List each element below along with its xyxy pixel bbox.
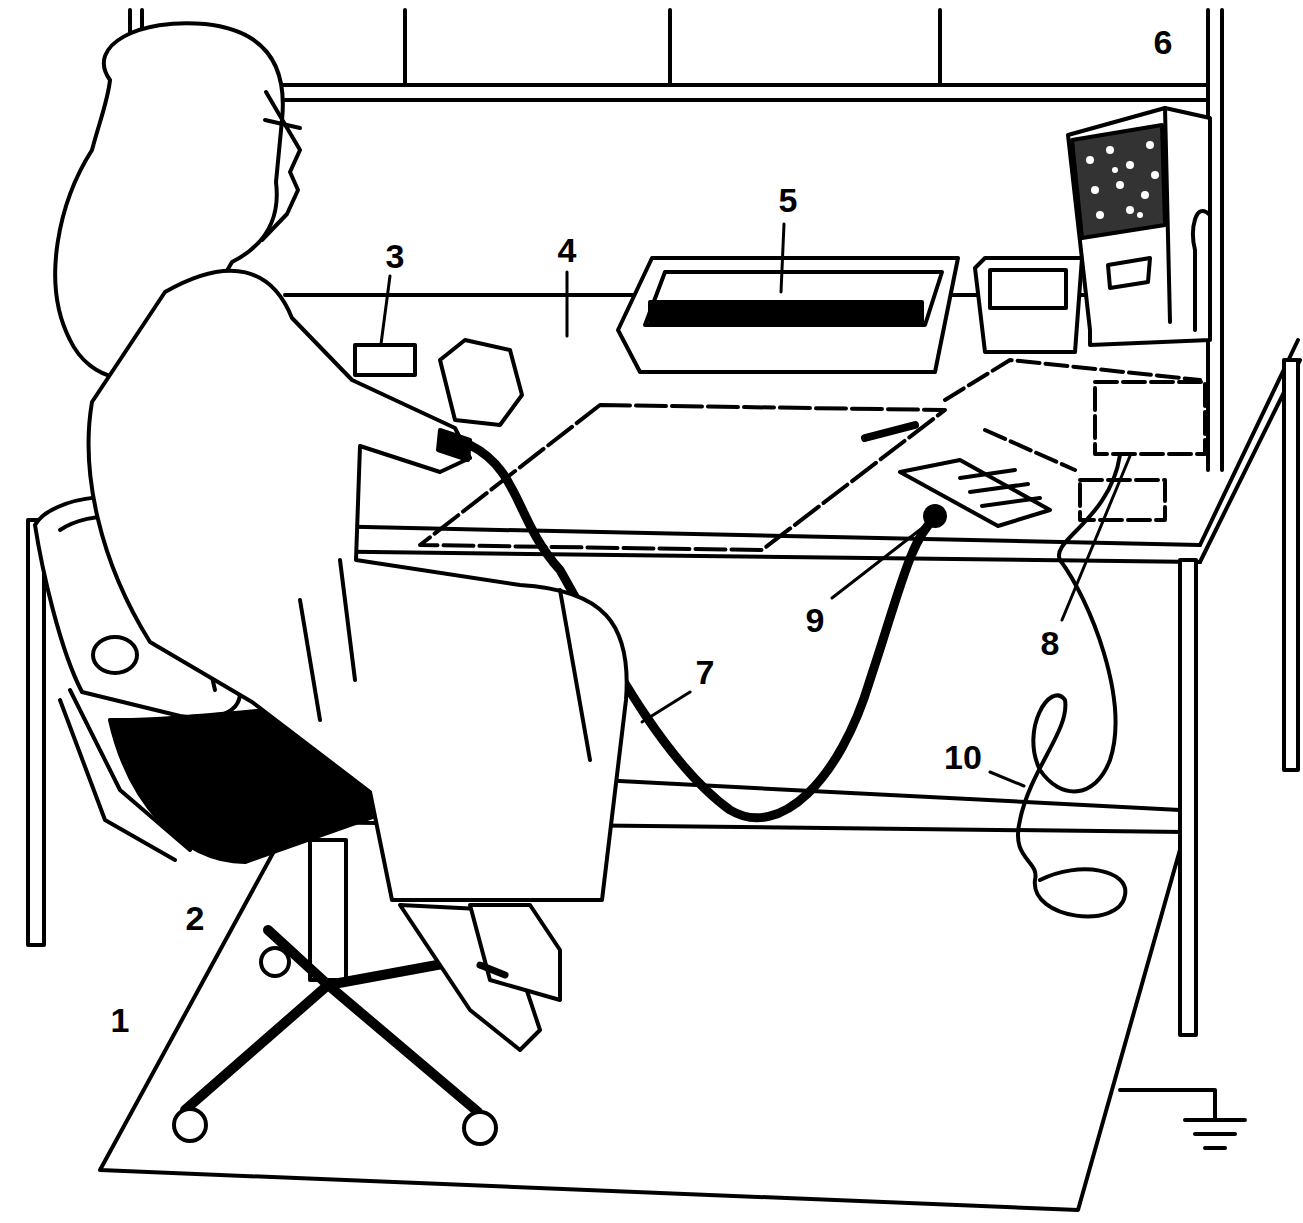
desk-leg	[1284, 360, 1298, 770]
pedal-ridge	[970, 484, 1028, 492]
clipboard	[355, 345, 415, 375]
monitor-outline	[985, 430, 1075, 470]
floor-mat	[100, 822, 1185, 1210]
coat	[89, 271, 627, 900]
shoe	[470, 905, 560, 1000]
ground-cord	[1018, 455, 1125, 916]
desk-leg	[1180, 560, 1196, 1035]
ionizer-grille	[1072, 125, 1165, 238]
ground-symbol	[1205, 1146, 1225, 1150]
desk-leg	[28, 520, 44, 945]
ionizer-grille-holes	[1086, 141, 1159, 219]
panel-rail	[285, 98, 1208, 102]
chair-knob	[93, 637, 137, 673]
ground-wire	[1120, 1090, 1215, 1118]
callout-number: 2	[184, 900, 207, 936]
leader-line	[381, 224, 1130, 786]
ionizer-window	[1108, 258, 1150, 288]
face-profile	[262, 92, 300, 240]
callout-number: 8	[1039, 625, 1062, 661]
panel-post	[403, 10, 407, 85]
foot-pedal	[900, 460, 1050, 526]
callout-number: 4	[556, 232, 579, 268]
callout-number: 7	[694, 654, 717, 690]
ionizer-cable	[1193, 211, 1210, 330]
panel-rail	[280, 83, 1208, 87]
callout-number: 10	[942, 739, 984, 775]
callout-number: 9	[804, 602, 827, 638]
wrist-strap	[438, 430, 470, 460]
component-bag	[440, 340, 522, 425]
callout-number: 3	[384, 238, 407, 274]
pedal-ridge	[982, 498, 1040, 506]
mat-snap	[865, 425, 915, 438]
glasses	[265, 120, 300, 128]
ground-symbol	[1185, 1118, 1245, 1122]
callout-number: 1	[109, 1002, 132, 1038]
ionizer	[1068, 108, 1210, 345]
tray-floor	[650, 302, 922, 322]
ground-symbol	[1195, 1132, 1235, 1136]
monitor-outline	[945, 360, 1200, 400]
tray-inner	[645, 272, 942, 325]
chair-column	[310, 840, 346, 980]
pedal-ridge	[960, 470, 1015, 478]
panel-post	[668, 10, 672, 85]
monitor	[1095, 382, 1205, 454]
heel-strap	[480, 965, 505, 975]
small-bin-inner	[990, 270, 1066, 308]
callout-number: 5	[777, 182, 800, 218]
panel-post	[1220, 10, 1224, 470]
tray	[618, 258, 958, 372]
coat-fold	[300, 560, 590, 760]
callout-number: 6	[1152, 24, 1175, 60]
panel-post	[938, 10, 942, 85]
small-bin	[975, 258, 1082, 352]
